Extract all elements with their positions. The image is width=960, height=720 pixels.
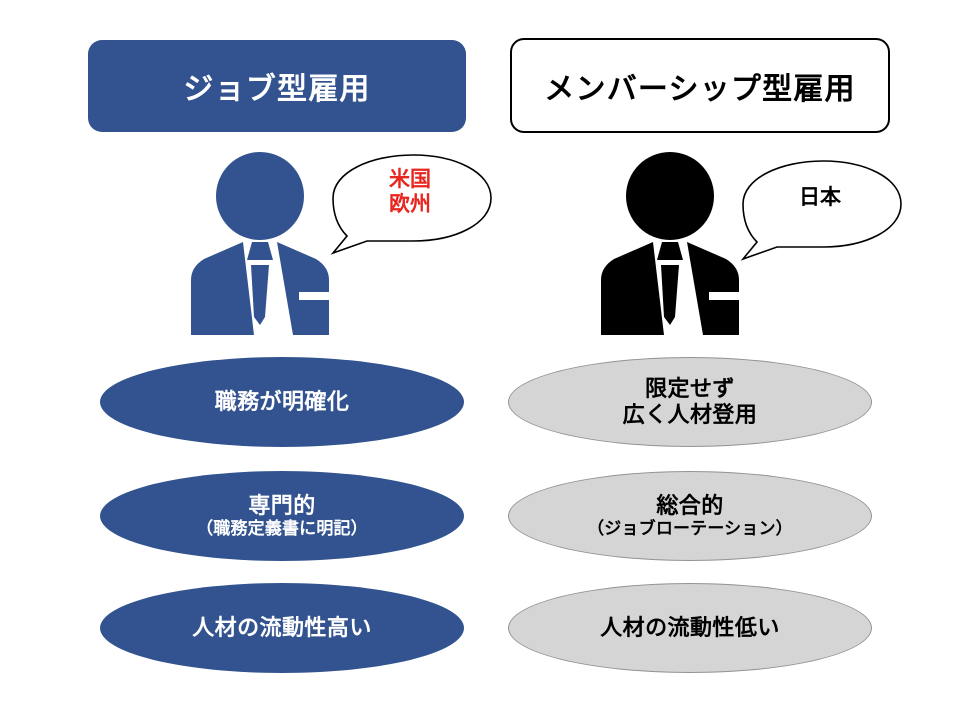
- feature-main-text: 職務が明確化: [214, 389, 350, 415]
- feature-ellipse-right-1: 限定せず 広く人材登用: [508, 357, 872, 447]
- feature-sub-text: （職務定義書に明記）: [196, 519, 368, 539]
- speech-bubble-left: 米国 欧州: [325, 152, 495, 256]
- feature-ellipse-left-2: 専門的 （職務定義書に明記）: [100, 471, 464, 561]
- feature-ellipse-left-3: 人材の流動性高い: [100, 583, 464, 673]
- businessman-icon-left: [180, 145, 370, 335]
- feature-ellipse-right-2: 総合的 （ジョブローテーション）: [508, 471, 872, 561]
- column-header-membership-type: メンバーシップ型雇用: [510, 38, 890, 133]
- feature-sub-text: 広く人材登用: [622, 402, 758, 427]
- speech-bubble-right: 日本: [735, 158, 905, 262]
- feature-main-text: 人材の流動性低い: [600, 615, 780, 641]
- feature-main-text: 専門的: [248, 492, 316, 518]
- feature-ellipse-left-1: 職務が明確化: [100, 357, 464, 447]
- feature-main-text: 限定せず: [645, 376, 735, 402]
- feature-main-text: 人材の流動性高い: [192, 615, 372, 641]
- businessman-icon-right: [590, 145, 780, 335]
- feature-ellipse-right-3: 人材の流動性低い: [508, 583, 872, 673]
- feature-sub-text: （ジョブローテーション）: [587, 519, 793, 539]
- feature-main-text: 総合的: [656, 492, 724, 518]
- column-header-job-type: ジョブ型雇用: [88, 40, 466, 132]
